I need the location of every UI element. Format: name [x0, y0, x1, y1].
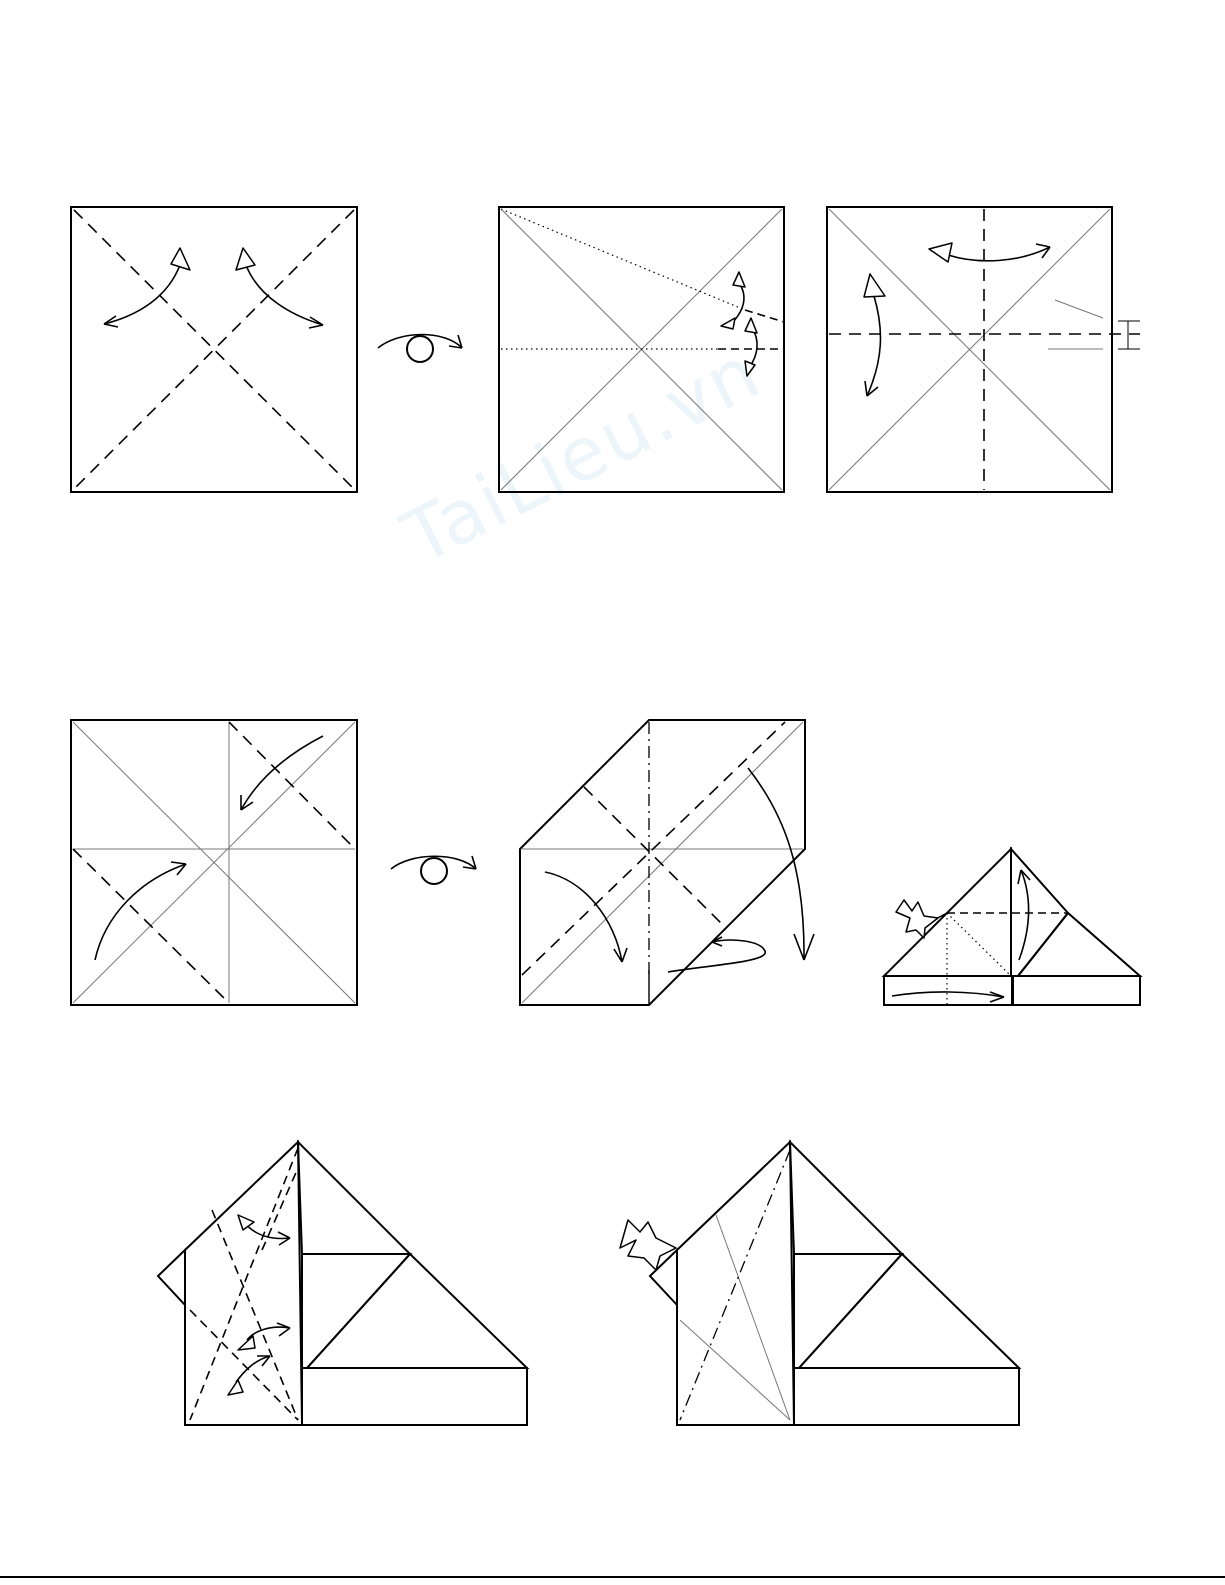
paper-square-white: [71, 207, 357, 492]
reference-crease: [522, 722, 803, 1003]
page-divider: [0, 1576, 1225, 1578]
unfold-arrow: [236, 1356, 270, 1382]
arrow-head-icon: [745, 361, 755, 376]
squash-arrow-icon: [896, 900, 938, 938]
rotate-loop-arrow: [668, 940, 765, 972]
arrow-head-icon: [733, 272, 745, 287]
paper-body-white: [298, 1142, 410, 1254]
paper-body-white: [790, 1142, 902, 1254]
valley-fold-line: [74, 210, 354, 489]
reference-crease: [680, 1320, 790, 1420]
fold-arrow: [748, 768, 804, 960]
unfold-arrow: [948, 247, 1050, 261]
turn-over-icon: [378, 335, 462, 363]
arrow-head-icon: [236, 248, 255, 270]
fold-arrow: [241, 736, 323, 810]
step-5: [520, 720, 814, 1005]
fold-arrow: [95, 864, 186, 960]
crease-guide: [947, 913, 1011, 976]
arrow-head-icon: [238, 1336, 255, 1350]
arrow-head-icon: [864, 274, 885, 297]
fold-arrow: [990, 992, 1004, 1002]
unfold-arrow: [246, 265, 323, 325]
step-1: [71, 207, 357, 492]
valley-fold-line: [584, 787, 726, 928]
arrow-head-icon: [238, 1215, 254, 1230]
step-4: [71, 720, 357, 1005]
step-8: [620, 1142, 1019, 1425]
arrow-head-icon: [228, 1380, 243, 1395]
paper-flap-colored: [799, 1254, 1019, 1368]
arrow-head-icon: [929, 243, 952, 262]
measurement-mark: [1118, 321, 1140, 349]
unfold-arrow: [104, 265, 180, 324]
unfold-arrow: [733, 283, 744, 322]
fold-arrow: [545, 872, 622, 962]
paper-base-white: [1013, 976, 1140, 1005]
mountain-fold-line: [680, 1150, 790, 1420]
step-7: [158, 1142, 527, 1425]
paper-flap-colored: [185, 1142, 302, 1425]
paper-flap-colored: [307, 1254, 527, 1368]
pinch-reference: [1055, 300, 1103, 318]
valley-fold-line: [74, 210, 354, 489]
unfold-arrow: [867, 296, 880, 396]
turn-over-icon: [391, 856, 476, 884]
arrow-head-icon: [171, 248, 190, 270]
paper-flap-colored: [1018, 913, 1140, 976]
reference-crease: [716, 1215, 790, 1420]
unfold-arrow: [277, 1323, 290, 1336]
paper-base-white: [302, 1368, 527, 1425]
fold-arrow: [892, 992, 1004, 997]
unfold-arrow: [1019, 870, 1029, 960]
unfold-arrow: [750, 328, 757, 366]
step-6: [884, 849, 1140, 1005]
paper-base-white: [794, 1368, 1019, 1425]
paper-flap-gray: [158, 1250, 185, 1305]
step-2: [499, 207, 784, 492]
step-3: [827, 207, 1140, 492]
arrow-head-icon: [721, 318, 735, 329]
pinch-guide-line: [501, 209, 745, 310]
arrow-head-icon: [745, 318, 757, 333]
squash-arrow-icon: [620, 1220, 676, 1270]
